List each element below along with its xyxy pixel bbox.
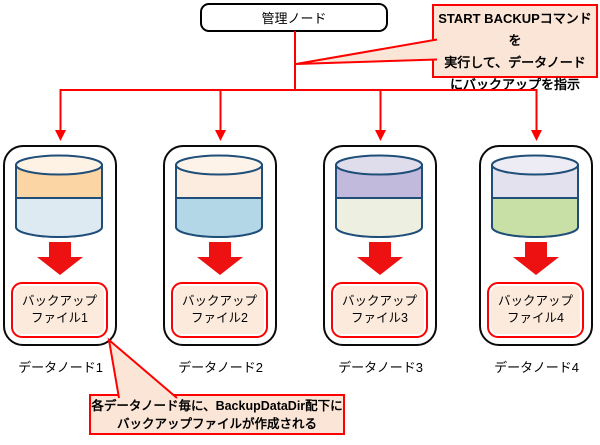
data-node-label-1: データノード1 (18, 360, 103, 375)
bottom-callout-line: 各データノード毎に、BackupDataDir配下に (91, 399, 343, 413)
down-arrow-icon (357, 242, 403, 275)
backup-file-box-2: バックアップ ファイル2 (171, 282, 268, 338)
arrowhead-3 (375, 130, 386, 141)
top-callout-line: 実行して、データノード (444, 55, 586, 70)
management-node-box: 管理ノード (200, 3, 388, 32)
data-node-box-4: バックアップ ファイル4 (479, 145, 593, 346)
arrowhead-2 (215, 130, 226, 141)
top-callout-line: START BACKUPコマンドを (438, 11, 592, 48)
management-node-label: 管理ノード (261, 11, 327, 26)
data-node-box-1: バックアップ ファイル1 (3, 145, 117, 346)
database-cylinder-icon (15, 154, 103, 238)
backup-file-label: ファイル1 (31, 311, 88, 325)
data-node-box-2: バックアップ ファイル2 (163, 145, 277, 346)
top-callout-tail (295, 38, 438, 65)
data-node-box-3: バックアップ ファイル3 (323, 145, 437, 346)
bottom-callout: 各データノード毎に、BackupDataDir配下に バックアップファイルが作成… (89, 394, 345, 435)
database-cylinder-icon (335, 154, 423, 238)
backup-file-label: ファイル4 (507, 311, 564, 325)
data-node-label-3: データノード3 (338, 360, 423, 375)
top-callout: START BACKUPコマンドを 実行して、データノード にバックアップを指示 (432, 4, 598, 92)
down-arrow-icon (37, 242, 83, 275)
bottom-callout-line: バックアップファイルが作成される (116, 416, 317, 431)
backup-file-box-3: バックアップ ファイル3 (331, 282, 428, 338)
top-callout-line: にバックアップを指示 (449, 77, 580, 92)
database-cylinder-icon (491, 154, 579, 238)
backup-file-label: バックアップ (21, 294, 97, 308)
arrowhead-1 (55, 130, 66, 141)
arrowhead-4 (531, 130, 542, 141)
backup-file-label: ファイル3 (351, 311, 408, 325)
backup-file-box-1: バックアップ ファイル1 (11, 282, 108, 338)
backup-file-box-4: バックアップ ファイル4 (487, 282, 584, 338)
backup-file-label: バックアップ (497, 294, 573, 308)
backup-file-label: ファイル2 (191, 311, 248, 325)
data-node-label-2: データノード2 (178, 360, 263, 375)
backup-file-label: バックアップ (341, 294, 417, 308)
database-cylinder-icon (175, 154, 263, 238)
down-arrow-icon (513, 242, 559, 275)
down-arrow-icon (197, 242, 243, 275)
data-node-label-4: データノード4 (494, 360, 579, 375)
backup-file-label: バックアップ (181, 294, 257, 308)
